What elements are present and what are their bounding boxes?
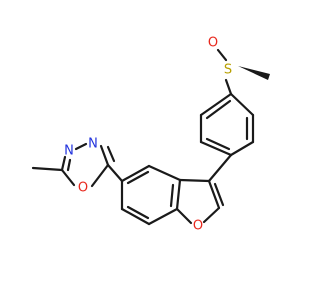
benzo-double-2 bbox=[126, 205, 150, 220]
benzofuran-benzene-ring bbox=[120, 164, 182, 226]
oxadiazole-ring bbox=[60, 142, 116, 188]
atom-sulfinyl-oxygen: O bbox=[208, 36, 218, 51]
furan-bond-c3-c3a bbox=[178, 178, 211, 183]
oxadiazole-double-n4-c5 bbox=[66, 158, 72, 172]
benzo-bond-3 bbox=[120, 207, 151, 226]
oxadiazole-double-c2-n3 bbox=[106, 145, 116, 163]
atom-nitrogen-1: N bbox=[88, 137, 98, 152]
phenyl-double-3 bbox=[205, 137, 231, 151]
furan-double-c3-c2 bbox=[213, 182, 225, 207]
oxadiazole-bond-n4-c5 bbox=[60, 155, 67, 172]
bond-s-ring bbox=[224, 78, 233, 96]
wedge-bond-s-methyl bbox=[238, 66, 270, 80]
oxadiazole-bond-n3-n4 bbox=[74, 142, 88, 151]
furan-bond-c3-c2 bbox=[207, 179, 221, 210]
benzo-bond-5 bbox=[120, 164, 151, 183]
furan-bond-o-c7a bbox=[175, 207, 193, 225]
atom-nitrogen-2: N bbox=[64, 144, 74, 159]
furan-ring bbox=[175, 178, 225, 225]
phenyl-bond-6 bbox=[199, 92, 233, 117]
benzo-double-1 bbox=[169, 183, 175, 208]
phenyl-bond-4 bbox=[199, 140, 233, 157]
atom-furan-oxygen: O bbox=[193, 219, 203, 234]
oxadiazole-bond-c5-o bbox=[60, 168, 76, 187]
chemical-structure: O S O O N N bbox=[31, 36, 270, 234]
oxadiazole-bond-c2-n3 bbox=[99, 144, 110, 167]
phenyl-bond-3 bbox=[229, 140, 255, 157]
phenyl-double-1 bbox=[205, 99, 232, 120]
bond-benzo-oxadiazole bbox=[106, 163, 124, 183]
benzo-bond-6 bbox=[147, 164, 182, 182]
phenyl-bond-1 bbox=[229, 92, 255, 117]
benzo-double-3 bbox=[126, 170, 150, 185]
bond-oxadiazole-methyl bbox=[31, 166, 64, 172]
furan-bond-c2-o bbox=[202, 206, 221, 224]
atom-oxadiazole-oxygen: O bbox=[78, 181, 88, 196]
atom-sulfur: S bbox=[224, 63, 232, 78]
oxadiazole-bond-o-c2 bbox=[90, 163, 110, 188]
phenyl-ring bbox=[199, 92, 255, 157]
benzo-bond-1 bbox=[175, 178, 182, 211]
bond-s-o bbox=[216, 48, 228, 62]
benzo-bond-2 bbox=[147, 207, 179, 226]
methylsulfinyl-group bbox=[216, 48, 270, 96]
bond-phenyl-furan bbox=[207, 153, 233, 183]
